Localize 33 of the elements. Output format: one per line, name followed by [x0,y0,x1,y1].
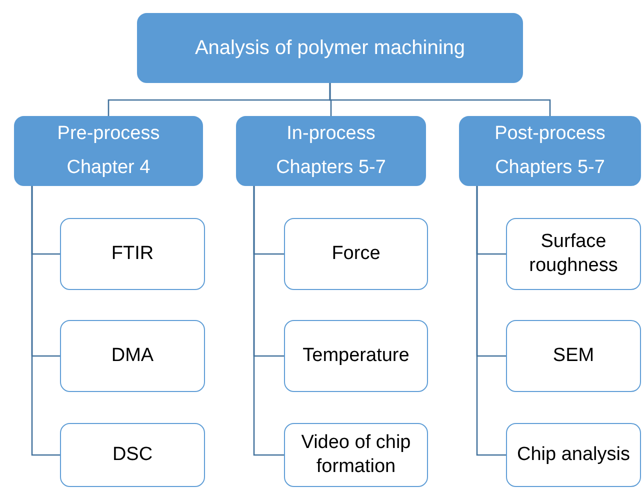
item-box [60,320,205,392]
chapter-label: Chapters 5-7 [495,156,605,180]
item-box [506,423,641,487]
box-label: Analysis of polymer machining [194,36,466,60]
connector-line [253,186,284,456]
item-box [284,320,428,392]
box-label: DMA [111,344,154,368]
box-label: SEM [552,344,594,368]
box-label: Chip analysis [517,443,630,467]
box-label: Pre-process [57,122,160,146]
box-label: In-process [286,122,376,146]
item-box [506,218,641,290]
item-box [284,218,428,290]
connector-line [476,186,506,456]
box-label: Surface roughness [528,230,619,278]
connector-line [329,83,551,116]
category-box [14,116,203,186]
box-label: DSC [112,443,153,467]
chapter-label: Chapters 5-7 [276,156,386,180]
item-box [60,218,205,290]
item-box [284,423,428,487]
category-box [236,116,426,186]
item-box [506,320,641,392]
connector-line [31,186,60,456]
box-label: Post-process [494,122,606,146]
category-box [459,116,641,186]
box-label: Force [332,242,380,266]
title-box [137,13,523,83]
item-box [60,423,205,487]
box-label: FTIR [111,242,154,266]
box-label: Temperature [302,344,410,368]
box-label: Video of chip formation [300,431,412,479]
chapter-label: Chapter 4 [66,156,150,180]
